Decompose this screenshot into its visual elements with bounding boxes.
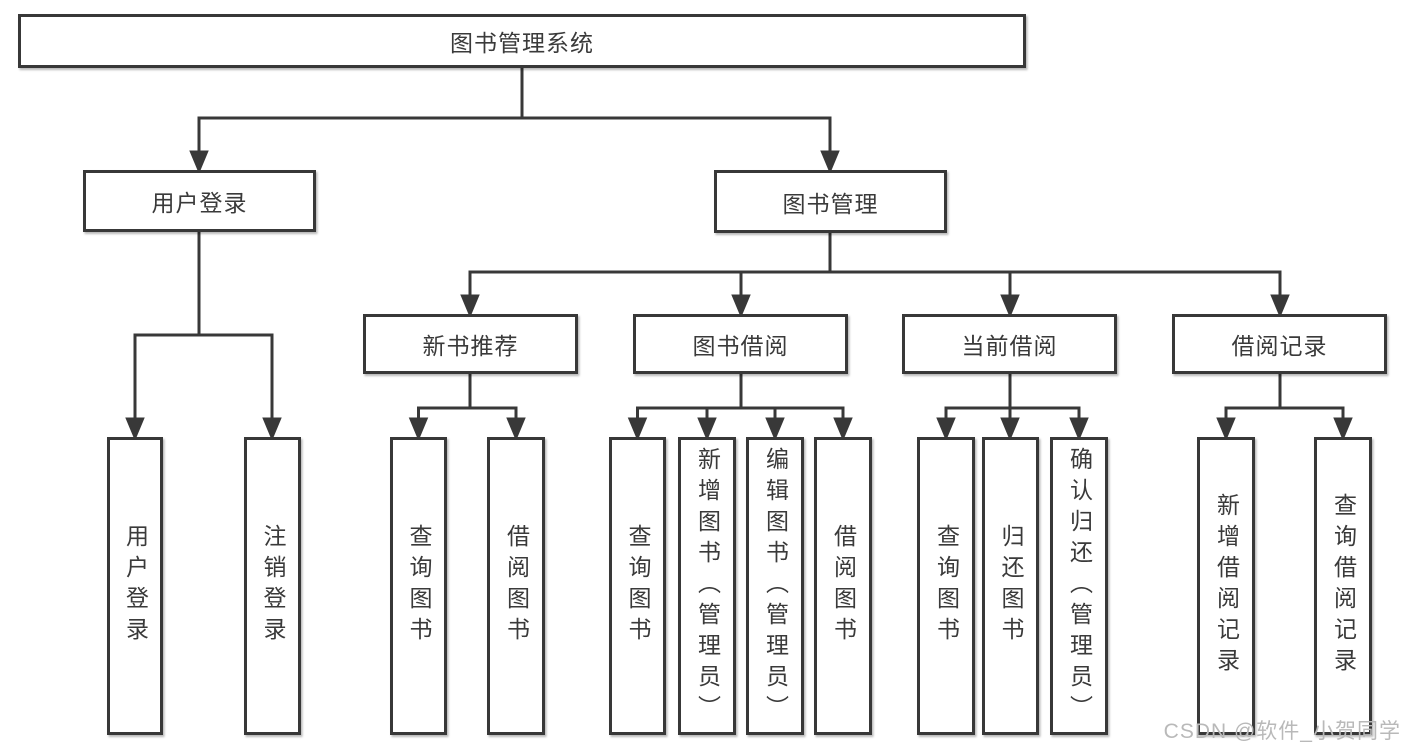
leaf-return-book-label: 归还图书 [998,524,1024,648]
leaf-logout: 注销登录 [244,437,301,735]
leaf-confirm-return-admin: 确认归还（管理员） [1050,437,1108,735]
arrowhead [833,417,853,441]
node-current-borrow-label: 当前借阅 [961,333,1058,359]
leaf-add-borrow-record: 新增借阅记录 [1197,437,1255,735]
leaf-query-book-current-label: 查询图书 [933,524,960,648]
node-borrow-records-label: 借阅记录 [1231,333,1328,359]
node-book-management-label: 图书管理 [782,190,879,217]
node-book-borrow: 图书借阅 [633,314,848,374]
leaf-query-book-recommend-label: 查询图书 [406,524,432,648]
arrowhead [125,417,145,441]
leaf-add-book-admin: 新增图书（管理员） [678,437,736,735]
arrowhead [1069,417,1089,441]
arrowhead [627,417,648,441]
node-book-borrow-label: 图书借阅 [692,333,789,359]
leaf-return-book: 归还图书 [982,437,1039,735]
leaf-edit-book-admin: 编辑图书（管理员） [746,437,804,735]
arrowhead [189,150,209,174]
arrowhead [1270,294,1290,318]
arrowhead [1216,417,1236,441]
leaf-borrow-book-label: 借阅图书 [830,524,857,648]
node-root: 图书管理系统 [18,14,1026,68]
arrowhead [460,294,480,318]
arrowhead [820,150,840,174]
arrowhead [408,417,429,441]
leaf-add-borrow-record-label: 新增借阅记录 [1213,493,1240,679]
leaf-borrow-book: 借阅图书 [814,437,872,735]
leaf-query-book-borrow: 查询图书 [609,437,666,735]
leaf-user-login: 用户登录 [107,437,163,735]
leaf-confirm-return-admin-label: 确认归还（管理员） [1066,446,1093,726]
leaf-query-borrow-record-label: 查询借阅记录 [1330,493,1357,679]
node-current-borrow: 当前借阅 [902,314,1117,374]
leaf-borrow-book-recommend: 借阅图书 [487,437,545,735]
leaf-edit-book-admin-label: 编辑图书（管理员） [762,446,789,726]
leaf-user-login-label: 用户登录 [122,524,149,648]
leaf-borrow-book-recommend-label: 借阅图书 [503,524,530,648]
arrowhead [506,417,526,441]
node-book-management: 图书管理 [714,170,947,233]
arrowhead [765,417,785,441]
arrowhead [262,417,282,441]
node-new-book-recommend: 新书推荐 [363,314,578,374]
arrowhead [1333,417,1353,441]
leaf-logout-label: 注销登录 [260,524,286,648]
node-new-book-recommend-label: 新书推荐 [422,333,519,359]
arrowhead [1000,294,1020,318]
arrowhead [731,294,751,318]
node-user-login: 用户登录 [83,170,316,232]
node-root-label: 图书管理系统 [450,30,594,56]
arrowhead [1000,417,1020,441]
arrowhead [936,417,956,441]
leaf-query-book-borrow-label: 查询图书 [625,524,651,648]
leaf-query-book-recommend: 查询图书 [390,437,447,735]
leaf-query-book-current: 查询图书 [917,437,975,735]
arrowhead [697,417,717,441]
leaf-add-book-admin-label: 新增图书（管理员） [694,446,721,726]
node-borrow-records: 借阅记录 [1172,314,1387,374]
leaf-query-borrow-record: 查询借阅记录 [1314,437,1372,735]
node-user-login-label: 用户登录 [151,190,248,216]
csdn-watermark: CSDN @软件_小贺同学 [1163,720,1401,743]
